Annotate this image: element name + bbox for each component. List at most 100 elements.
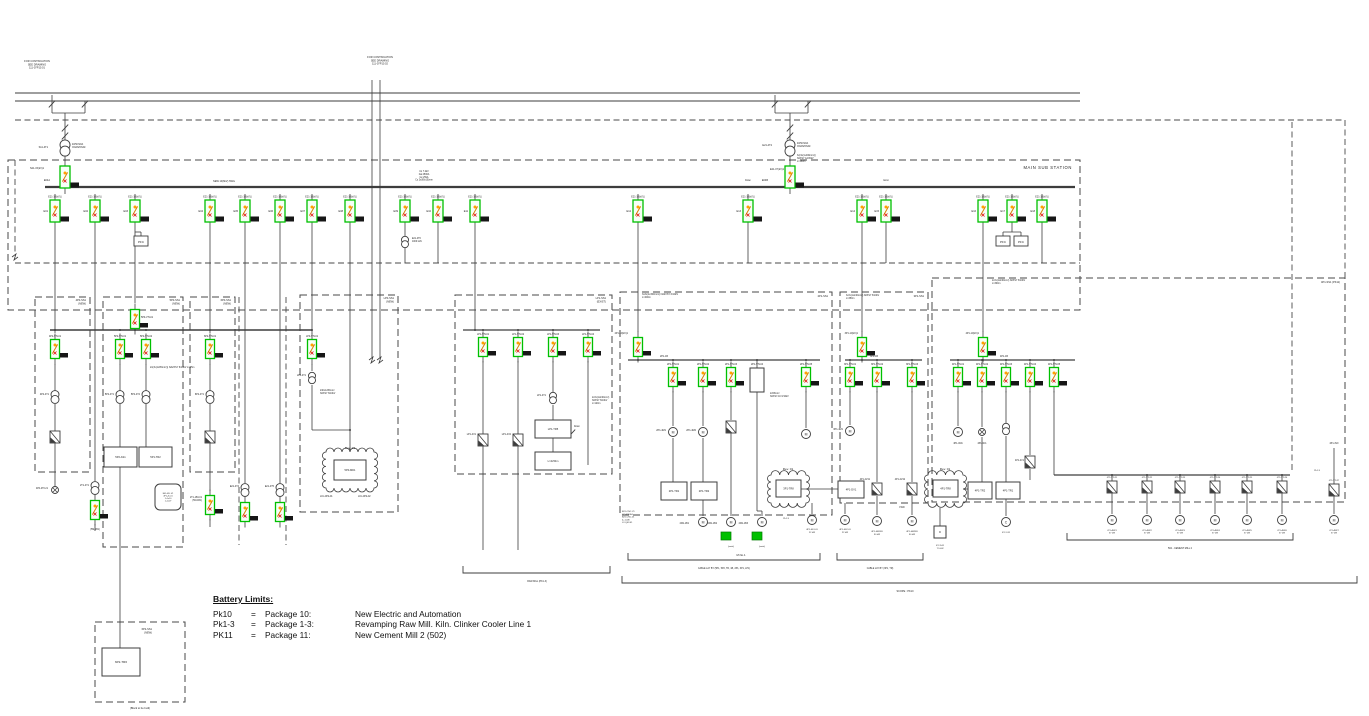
converter-icon bbox=[906, 482, 918, 496]
equipment-box-label: 5P0-MD1 bbox=[345, 468, 357, 472]
breaker-symbol bbox=[729, 371, 733, 375]
legend-desc: Revamping Raw Mill. Kiln. Clinker Cooler… bbox=[355, 619, 532, 630]
diagram-text: 4T1-VTL27 bbox=[1329, 480, 1340, 482]
breaker-tag bbox=[987, 381, 995, 386]
breaker-name: E10 bbox=[427, 210, 432, 213]
breaker-name: E05 bbox=[234, 210, 239, 213]
legend-row: PK11=Package 11:New Cement Mill 2 (502) bbox=[213, 630, 531, 640]
breaker-symbol bbox=[434, 206, 442, 216]
breaker-tag bbox=[285, 516, 293, 521]
motor-icon bbox=[698, 517, 708, 527]
breaker-tag bbox=[1047, 216, 1056, 222]
diagram-text: 5P2-4T2 bbox=[131, 393, 141, 396]
breaker-label: LP1-VTL02 bbox=[512, 333, 525, 336]
diagram-text: Rev. 01 bbox=[345, 446, 356, 450]
breaker-symbol bbox=[636, 205, 640, 209]
junction-dot bbox=[957, 359, 959, 361]
breaker-tag bbox=[643, 216, 652, 222]
breaker-tag bbox=[855, 381, 863, 386]
diagram-text: 4T1-VTL26 bbox=[1277, 477, 1288, 479]
legend-rows: Pk10=Package 10:New Electric and Automat… bbox=[213, 609, 531, 640]
junction-dot bbox=[1041, 186, 1043, 188]
breaker-symbol bbox=[208, 499, 212, 503]
diagram-text: 2x(3x(1x95mm²)) NA2XSY 6/10kV L=65m bbox=[150, 366, 194, 369]
breaker-name: E07 bbox=[301, 210, 306, 213]
substation-title: LP0-SS1(NEW) bbox=[384, 296, 395, 303]
breaker-tag bbox=[100, 216, 109, 222]
motor-icon bbox=[1175, 515, 1185, 525]
substation-title: 3P1-SS1 bbox=[914, 294, 925, 298]
diagram-text: CABLE LAY BY (3P1, TR) bbox=[867, 567, 894, 570]
breaker-tag bbox=[643, 351, 651, 356]
breaker-symbol bbox=[131, 206, 139, 216]
transformer-icon bbox=[90, 486, 100, 495]
diagram-text: 3P1-4M1 bbox=[833, 428, 843, 431]
breaker-label: 3P1-VTL03 bbox=[906, 363, 919, 366]
transformer-icon bbox=[50, 395, 60, 404]
diagram-text: CABLE LAY BY (5P1, 5P2, TR, 1B, 2P1, 3P1… bbox=[698, 567, 750, 570]
junction-dot bbox=[209, 329, 211, 331]
breaker-symbol bbox=[788, 179, 792, 183]
transformer-icon bbox=[275, 488, 285, 497]
breaker-label: E21-10(kV)1 bbox=[431, 195, 445, 198]
breaker-symbol bbox=[980, 371, 984, 375]
diagram-text: LP1-4T1 bbox=[537, 394, 547, 397]
breaker-label: E21-10(kV)1 bbox=[398, 195, 412, 198]
diagram-text: L01-4P1L01 bbox=[320, 496, 333, 498]
diagram-text: 4P1-10(kV)1 bbox=[966, 332, 980, 335]
breaker-symbol bbox=[310, 351, 314, 355]
revision-cloud bbox=[322, 447, 378, 493]
breaker-symbol bbox=[133, 313, 137, 317]
breaker-symbol bbox=[479, 342, 487, 352]
breaker-symbol bbox=[144, 343, 148, 347]
equipment-box bbox=[103, 446, 138, 468]
junction-dot bbox=[637, 186, 639, 188]
motor-icon bbox=[907, 516, 917, 526]
motor-icon bbox=[1277, 515, 1287, 525]
breaker-name: E12 bbox=[627, 210, 632, 213]
junction-dot bbox=[805, 359, 807, 361]
breaker-symbol bbox=[53, 343, 57, 347]
breaker-name: E11 bbox=[464, 210, 469, 213]
equipment-box bbox=[775, 479, 802, 498]
motor-letter: M bbox=[702, 430, 705, 434]
breaker-symbol bbox=[276, 206, 284, 216]
breaker-symbol bbox=[118, 351, 122, 355]
equipment-box bbox=[995, 481, 1021, 500]
transformer-icon bbox=[141, 395, 151, 404]
junction-dot bbox=[54, 329, 56, 331]
junction-dot bbox=[1246, 474, 1248, 476]
transformer-icon bbox=[59, 145, 71, 157]
diagram-text: E21-4T2 bbox=[762, 144, 772, 147]
breaker-label: E21-10(kV)1 bbox=[238, 195, 252, 198]
motor-letter: M bbox=[1246, 518, 1249, 522]
diagram-text: 2P1-VTL04 bbox=[751, 363, 764, 366]
junction-dot bbox=[876, 359, 878, 361]
diagram-text: LP1-4V1 bbox=[467, 433, 477, 436]
legend-code: Pk10 bbox=[213, 609, 232, 619]
breaker-symbol bbox=[981, 213, 985, 217]
substation-boundary bbox=[189, 296, 236, 473]
diagram-text: E21-4T5 bbox=[265, 485, 275, 488]
diagram-text: E21-4T4 bbox=[230, 485, 240, 488]
breaker-name: E04 bbox=[199, 210, 204, 213]
junction-dot bbox=[311, 186, 313, 188]
junction-dot bbox=[552, 329, 554, 331]
motor-letter: M bbox=[1111, 518, 1114, 522]
breaker-symbol bbox=[860, 205, 864, 209]
scope-bracket bbox=[462, 566, 611, 574]
breaker-symbol bbox=[884, 213, 888, 217]
equipment-box-label: L=4x50m bbox=[548, 459, 559, 463]
substation-boundary bbox=[94, 621, 186, 703]
breaker-symbol bbox=[403, 205, 407, 209]
switch-icon bbox=[61, 124, 69, 132]
substation-boundary bbox=[102, 296, 184, 548]
breaker-symbol bbox=[310, 213, 314, 217]
breaker-symbol bbox=[746, 213, 750, 217]
legend-code: Pk1-3 bbox=[213, 619, 235, 630]
